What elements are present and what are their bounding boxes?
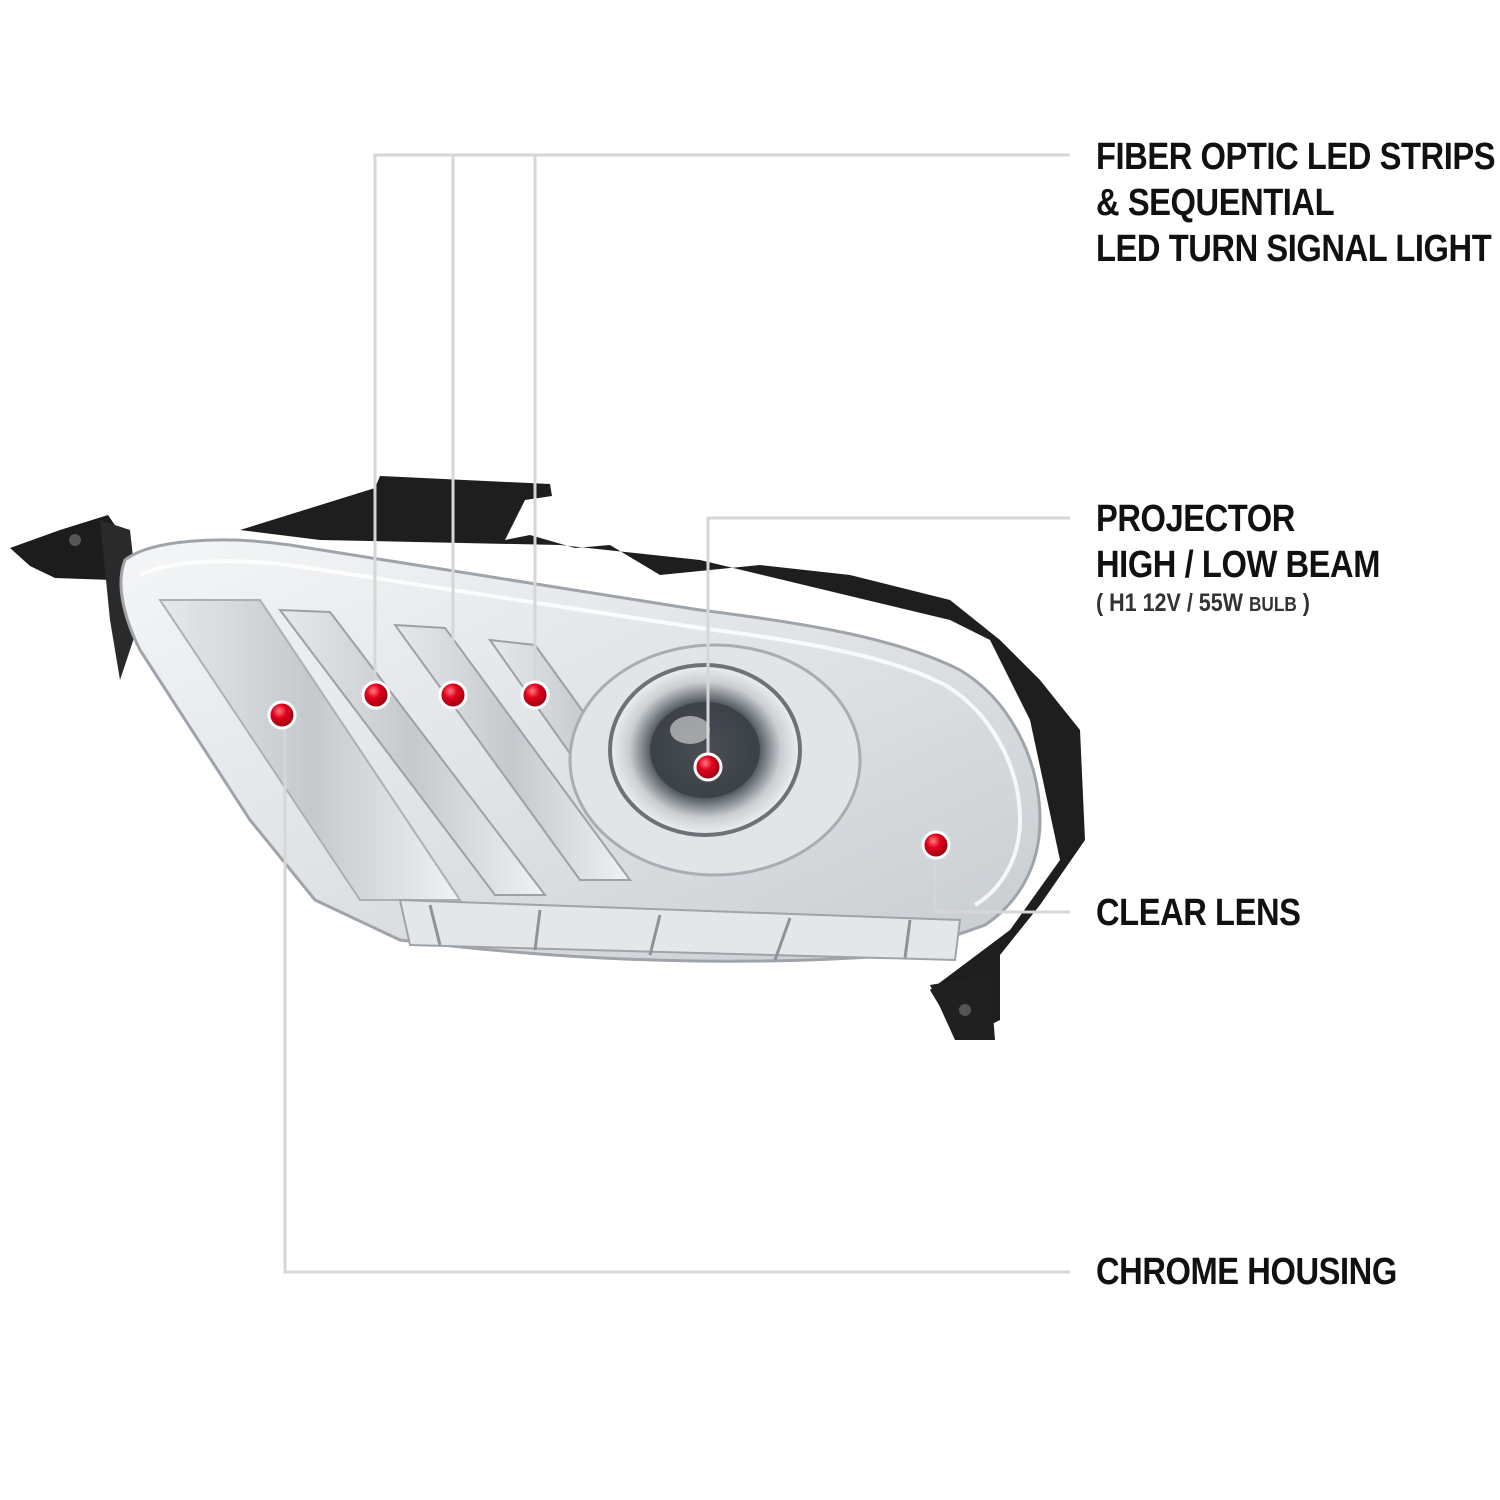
callout-line-text: FIBER OPTIC LED STRIPS: [1096, 136, 1496, 178]
chrome-housing-callout-line: [283, 715, 1070, 1274]
clear-lens-callout-line: [933, 845, 1070, 914]
callout-line-text: HIGH / LOW BEAM: [1096, 544, 1381, 586]
spec-open-paren: (: [1096, 589, 1104, 617]
callout-line-text: LED TURN SIGNAL LIGHT: [1096, 228, 1492, 270]
callout-line-text: & SEQUENTIAL: [1096, 182, 1335, 224]
marker-dot: [438, 680, 468, 710]
callout-line-text: PROJECTOR: [1096, 498, 1295, 540]
spec-main: H1 12V / 55W: [1109, 589, 1243, 617]
spec-bulb: BULB: [1248, 594, 1297, 616]
marker-dot: [693, 752, 723, 782]
fiber-optic-callout-label: FIBER OPTIC LED STRIPS & SEQUENTIAL LED …: [1096, 134, 1496, 272]
marker-dot: [361, 680, 391, 710]
spec-close-paren: ): [1302, 589, 1310, 617]
marker-dot: [921, 830, 951, 860]
callout-lines: [283, 153, 1070, 1274]
callout-line-text: CLEAR LENS: [1096, 892, 1301, 934]
fiber-callout-line: [373, 153, 1070, 695]
clear-lens-callout-label: CLEAR LENS: [1096, 890, 1301, 936]
bulb-spec: ( H1 12V / 55W BULB ): [1096, 588, 1380, 620]
marker-dot: [520, 680, 550, 710]
projector-callout-label: PROJECTOR HIGH / LOW BEAM ( H1 12V / 55W…: [1096, 496, 1380, 620]
chrome-housing-callout-label: CHROME HOUSING: [1096, 1249, 1397, 1295]
callout-line-text: CHROME HOUSING: [1096, 1251, 1397, 1293]
marker-dot: [267, 700, 297, 730]
projector-callout-line: [706, 516, 1070, 765]
markers: [267, 680, 951, 860]
